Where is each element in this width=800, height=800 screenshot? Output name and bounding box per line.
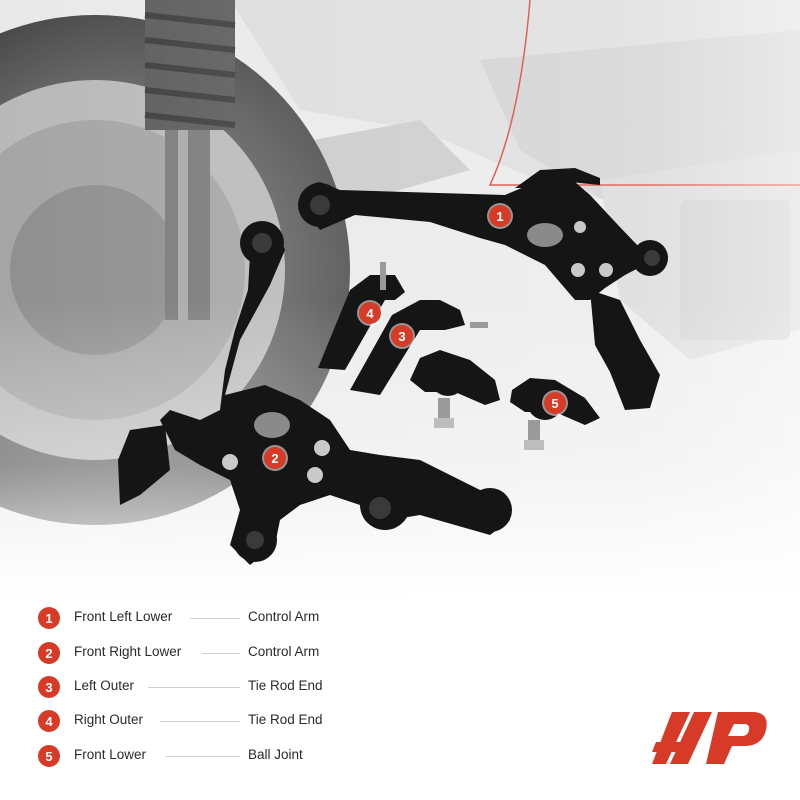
callout-badge-5: 5 [544,392,566,414]
legend-position: Front Right Lower [74,644,182,659]
legend-part: Tie Rod End [248,678,323,693]
legend-divider [160,721,240,722]
legend-position: Right Outer [74,712,144,727]
legend-position: Left Outer [74,678,135,693]
legend-divider [148,687,240,688]
legend-item-5: 5 Front Lower Ball Joint [38,744,358,768]
legend-divider [190,618,240,619]
brand-logo-icon [652,712,767,764]
legend-part: Tie Rod End [248,712,323,727]
legend-number: 1 [38,607,60,629]
callout-badge-3: 3 [391,325,413,347]
legend-divider [202,653,240,654]
legend-number: 4 [38,710,60,732]
legend-part: Control Arm [248,609,320,624]
legend-number: 2 [38,642,60,664]
legend-position: Front Lower [74,747,147,762]
legend-item-3: 3 Left Outer Tie Rod End [38,675,358,699]
legend-number: 5 [38,745,60,767]
callout-badge-4: 4 [359,302,381,324]
legend-item-4: 4 Right Outer Tie Rod End [38,709,358,733]
legend-part: Ball Joint [248,747,303,762]
legend-item-2: 2 Front Right Lower Control Arm [38,641,358,665]
legend-part: Control Arm [248,644,320,659]
legend-divider [166,756,240,757]
callout-badge-2: 2 [264,447,286,469]
legend-position: Front Left Lower [74,609,173,624]
legend-item-1: 1 Front Left Lower Control Arm [38,606,358,630]
callout-badge-1: 1 [489,205,511,227]
product-photo [0,0,800,600]
legend-number: 3 [38,676,60,698]
